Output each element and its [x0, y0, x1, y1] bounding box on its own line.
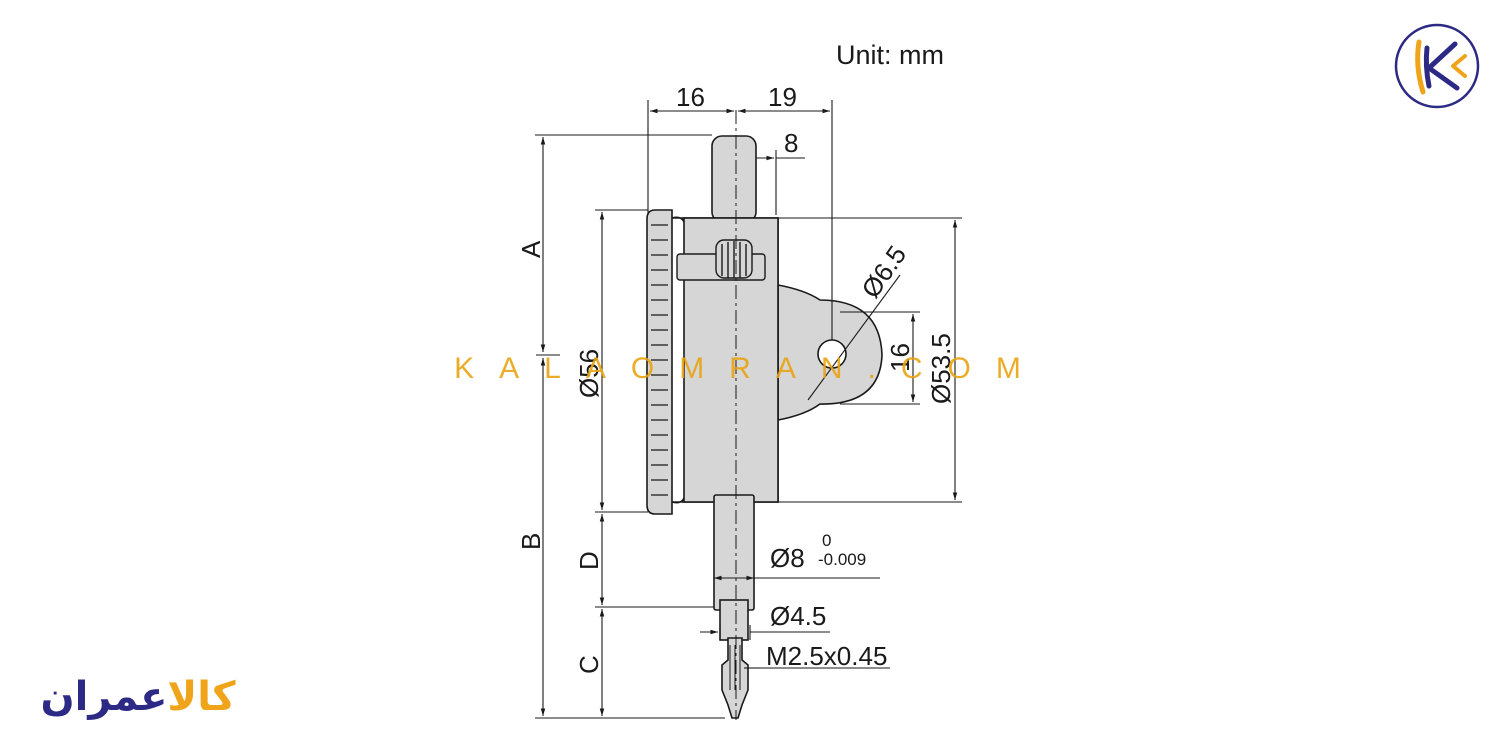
brand-name-part2: عمران	[40, 674, 168, 720]
limit-knob	[676, 239, 766, 281]
label-a: A	[516, 240, 546, 258]
watermark-text: KALAOMRAN.COM	[454, 352, 1046, 385]
dimension-lines	[535, 100, 962, 719]
unit-label: Unit: mm	[836, 40, 944, 70]
dim-8: 8	[784, 128, 798, 158]
spindle-cap	[711, 135, 757, 223]
stem	[713, 494, 755, 611]
label-d: D	[574, 551, 604, 570]
dim-16-top: 16	[676, 82, 705, 112]
dim-contact-dia: Ø4.5	[770, 601, 826, 631]
stem-narrow	[719, 599, 749, 641]
brand-name-part1: کالا	[167, 674, 236, 720]
label-c: C	[574, 655, 604, 674]
dim-stem-dia: Ø8	[770, 543, 805, 573]
bezel-knurl	[651, 224, 668, 496]
kalaomran-emblem-icon	[1394, 23, 1480, 109]
bezel	[646, 209, 673, 515]
dim-lug-hole: Ø6.5	[855, 240, 912, 303]
thread-lines	[729, 645, 741, 690]
dim-thread: M2.5x0.45	[766, 641, 887, 671]
dim-19-top: 19	[768, 82, 797, 112]
dim-bezel-dia: Ø56	[574, 349, 604, 398]
dim-stem-tol-lower: -0.009	[818, 550, 866, 569]
dim-lug-spacing: 16	[885, 343, 915, 372]
indicator-body	[646, 135, 883, 719]
label-b: B	[516, 533, 546, 550]
dim-stem-tol-upper: 0	[822, 531, 831, 550]
dim-body-dia: Ø53.5	[926, 333, 956, 404]
